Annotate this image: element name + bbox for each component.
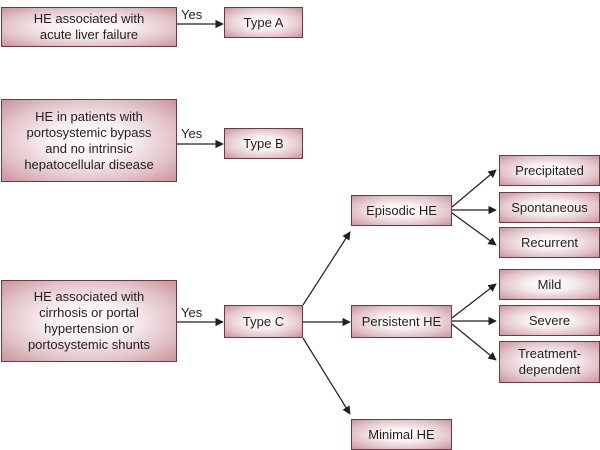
node-precipitated: Precipitated	[499, 155, 600, 186]
connector-persistent-to-treatment	[451, 323, 497, 361]
node-he-alf: HE associated with acute liver failure	[1, 7, 177, 47]
node-persistent: Persistent HE	[351, 305, 452, 338]
connector-type-c-to-minimal	[302, 337, 351, 415]
connector-persistent-to-mild	[451, 283, 497, 319]
edge-label-yes-type-c: Yes	[181, 305, 203, 320]
node-episodic: Episodic HE	[351, 195, 452, 226]
node-he-cirrhosis: HE associated with cirrhosis or portal h…	[1, 280, 177, 362]
node-severe: Severe	[499, 305, 600, 336]
edge-label-yes-type-b: Yes	[181, 126, 203, 141]
connector-episodic-to-recurrent	[451, 212, 497, 246]
node-mild: Mild	[499, 269, 600, 300]
node-spontaneous: Spontaneous	[499, 192, 600, 223]
connector-type-c-to-episodic	[302, 231, 351, 306]
node-recurrent: Recurrent	[499, 227, 600, 258]
node-type-a: Type A	[224, 7, 303, 38]
connector-episodic-to-precipitated	[451, 169, 497, 208]
edge-label-yes-type-a: Yes	[181, 7, 203, 22]
node-type-c: Type C	[224, 305, 303, 338]
node-he-bypass: HE in patients with portosystemic bypass…	[1, 99, 177, 182]
node-type-b: Type B	[224, 128, 303, 159]
node-minimal: Minimal HE	[351, 419, 452, 450]
node-treatment: Treatment- dependent	[499, 341, 600, 383]
